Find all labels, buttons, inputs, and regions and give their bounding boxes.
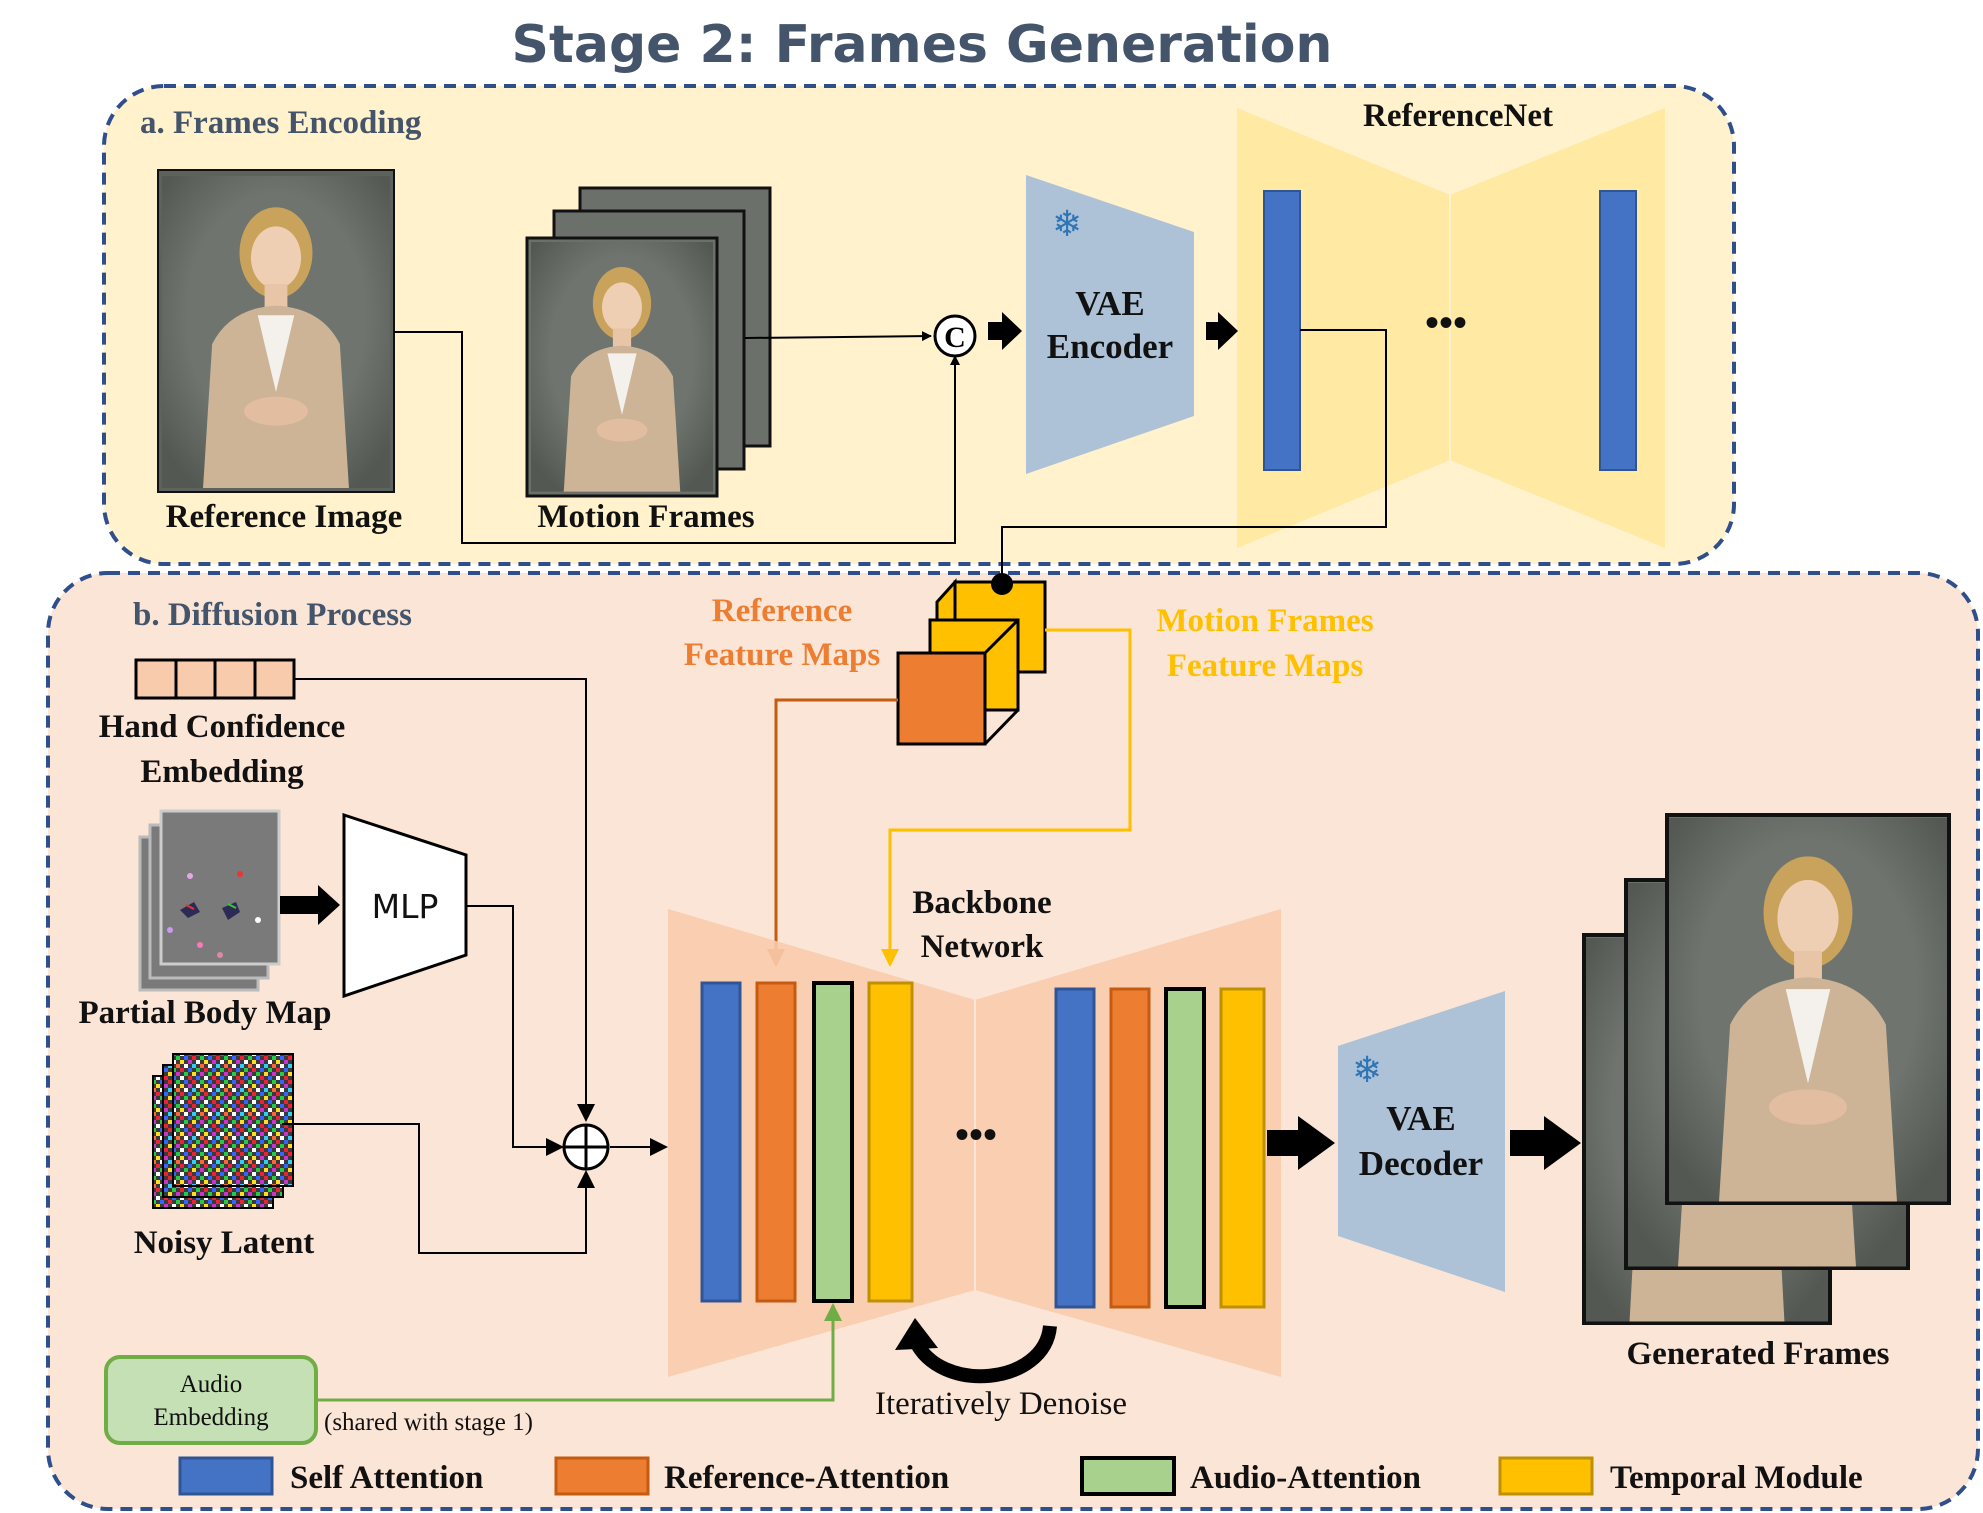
motion-feature-maps-line2: Feature Maps: [1167, 648, 1364, 684]
iterative-denoise-arrow: [895, 1318, 1057, 1384]
hand-confidence-embedding: [134, 658, 296, 700]
legend-audio-attention: Audio-Attention: [1190, 1460, 1421, 1496]
legend-swatch-audio-attention: [1080, 1456, 1176, 1496]
concat-icon: [933, 314, 977, 358]
arrow-to-decoder: [1267, 1116, 1335, 1170]
legend-swatch-self-attention: [178, 1456, 274, 1496]
snowflake-icon: ❄: [1052, 204, 1082, 245]
reference-image-label: Reference Image: [166, 499, 403, 535]
iteratively-denoise-label: Iteratively Denoise: [875, 1386, 1127, 1422]
referencenet-block-right: [1599, 190, 1637, 471]
audio-attention-block: [812, 981, 854, 1303]
reference-feature-maps-line2: Feature Maps: [684, 637, 881, 673]
concat-symbol: C: [944, 321, 966, 354]
legend-reference-attention: Reference-Attention: [664, 1460, 949, 1496]
motion-frames: [525, 186, 772, 498]
backbone-ellipsis: •••: [955, 1112, 997, 1157]
diffusion-process-label: b. Diffusion Process: [133, 597, 412, 633]
audio-embedding-line1: Audio: [180, 1371, 243, 1398]
motion-attention-connector: [881, 628, 1132, 967]
audio-attention-block-2: [1164, 987, 1206, 1309]
legend-self-attention: Self Attention: [290, 1460, 483, 1496]
diagram-title: Stage 2: Frames Generation: [512, 15, 1333, 75]
partial-body-map-label: Partial Body Map: [79, 995, 332, 1031]
legend-swatch-reference-attention: [554, 1456, 650, 1496]
vae-encoder-line2: Encoder: [1047, 327, 1173, 366]
arrow-to-encoder: [988, 312, 1022, 350]
generated-frames-label: Generated Frames: [1627, 1336, 1890, 1372]
reference-feature-maps-line1: Reference: [712, 593, 852, 629]
audio-attention-connector: [316, 1303, 842, 1402]
hand-confidence-line1: Hand Confidence: [99, 709, 346, 745]
referencenet-label: ReferenceNet: [1363, 98, 1553, 134]
vae-decoder: [1338, 991, 1505, 1292]
backbone-network: [668, 909, 1281, 1377]
audio-embedding-line2: Embedding: [153, 1404, 269, 1431]
shared-note: (shared with stage 1): [324, 1409, 533, 1436]
self-attention-block-2: [1054, 987, 1096, 1309]
motion-feature-maps-line1: Motion Frames: [1156, 603, 1373, 639]
partial-body-map: [138, 809, 281, 992]
snowflake-icon-decoder: ❄: [1352, 1050, 1382, 1091]
arrow-to-mlp: [280, 885, 340, 925]
reference-attention-block-2: [1109, 987, 1151, 1309]
noisy-latent: [152, 1053, 294, 1209]
vae-encoder-line1: VAE: [1075, 284, 1144, 323]
referencenet-block-left: [1263, 190, 1301, 471]
noisy-latent-label: Noisy Latent: [134, 1225, 315, 1261]
feature-maps-stack: [896, 573, 1047, 746]
legend: Self Attention Reference-Attention Audio…: [178, 1456, 1863, 1496]
legend-temporal-module: Temporal Module: [1610, 1460, 1863, 1496]
reference-image: [157, 169, 395, 493]
reference-attention-block: [755, 981, 797, 1303]
mlp-block: [342, 812, 468, 999]
arrow-to-referencenet: [1206, 312, 1238, 350]
motion-frames-label: Motion Frames: [537, 499, 754, 535]
frames-encoding-label: a. Frames Encoding: [140, 105, 422, 141]
vae-decoder-line1: VAE: [1386, 1099, 1455, 1138]
temporal-module-block: [867, 981, 914, 1303]
vae-decoder-line2: Decoder: [1359, 1144, 1483, 1183]
arrow-to-generated: [1510, 1116, 1581, 1170]
mlp-label: MLP: [372, 887, 439, 926]
backbone-line1: Backbone: [912, 885, 1051, 921]
vae-encoder: [1026, 175, 1194, 474]
self-attention-block: [700, 981, 742, 1303]
referencenet-output-line: [1001, 329, 1387, 578]
temporal-module-block-2: [1219, 987, 1266, 1309]
referencenet-ellipsis: •••: [1425, 300, 1467, 345]
hand-confidence-line2: Embedding: [140, 754, 304, 790]
reference-attention-connector: [767, 698, 898, 967]
generated-frames: [1582, 813, 1951, 1325]
legend-swatch-temporal-module: [1498, 1456, 1594, 1496]
backbone-line2: Network: [921, 929, 1044, 965]
sum-node: [562, 1123, 610, 1171]
